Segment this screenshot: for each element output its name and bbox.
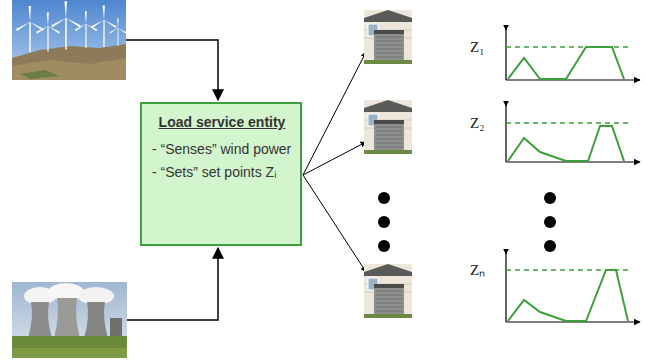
- turbine: [36, 12, 60, 51]
- slope: [12, 58, 126, 80]
- field: [12, 336, 127, 358]
- box-heading: Load service entity: [152, 114, 292, 131]
- dot: [544, 192, 556, 204]
- cooling-tower: [84, 302, 108, 338]
- wind-feed-arrow: [126, 40, 218, 100]
- setpoint-label: Zₙ: [470, 261, 485, 279]
- axis-head: [506, 252, 507, 254]
- shrubs: [20, 70, 60, 79]
- setpoint-label: Z₂: [470, 114, 484, 132]
- cooling-tower: [54, 298, 80, 338]
- turbine: [91, 6, 116, 47]
- setpoint-arrow: [303, 142, 366, 175]
- plot-axes: [506, 252, 640, 322]
- sky: [12, 282, 127, 358]
- power-plant-photo: [12, 282, 127, 358]
- dot: [544, 216, 556, 228]
- ellipsis-dots: [378, 192, 556, 252]
- profile-plot: [506, 104, 640, 162]
- dot: [378, 216, 390, 228]
- turbine: [110, 18, 127, 46]
- ac-unit-photo: [364, 100, 412, 154]
- hillside: [12, 44, 126, 80]
- load-trace: [508, 47, 624, 79]
- ac-unit-photo: [364, 264, 412, 318]
- profile-plot: [506, 28, 640, 80]
- dot: [378, 192, 390, 204]
- plot-axes: [506, 28, 640, 80]
- ac-units: [364, 10, 412, 318]
- feed-arrows: [126, 40, 366, 320]
- ac-unit-photo: [364, 10, 412, 64]
- box-bullet: - “Sets” set points Zᵢ: [152, 164, 292, 181]
- setpoint-arrow: [303, 52, 366, 175]
- turbine: [16, 6, 44, 52]
- setpoint-arrow: [303, 175, 366, 272]
- setpoint-label: Z₁: [470, 38, 484, 56]
- wind-farm-photo: [12, 0, 126, 80]
- plot-axes: [506, 104, 640, 162]
- axis-head: [506, 28, 507, 30]
- turbine: [51, 1, 80, 49]
- profile-plot: [506, 252, 640, 322]
- cooling-tower: [28, 302, 52, 338]
- turbine: [75, 11, 97, 48]
- axis-head: [506, 104, 507, 106]
- load-trace: [508, 126, 624, 161]
- setpoint-line: [506, 122, 628, 124]
- box-bullet: - “Senses” wind power: [152, 141, 292, 158]
- entity-box: Load service entity - “Senses” wind power…: [140, 102, 302, 246]
- dot: [544, 240, 556, 252]
- sky: [12, 0, 126, 80]
- field: [12, 348, 127, 358]
- plant-feed-arrow: [127, 248, 218, 320]
- plant-building: [110, 318, 122, 338]
- dot: [378, 240, 390, 252]
- load-trace: [508, 270, 628, 321]
